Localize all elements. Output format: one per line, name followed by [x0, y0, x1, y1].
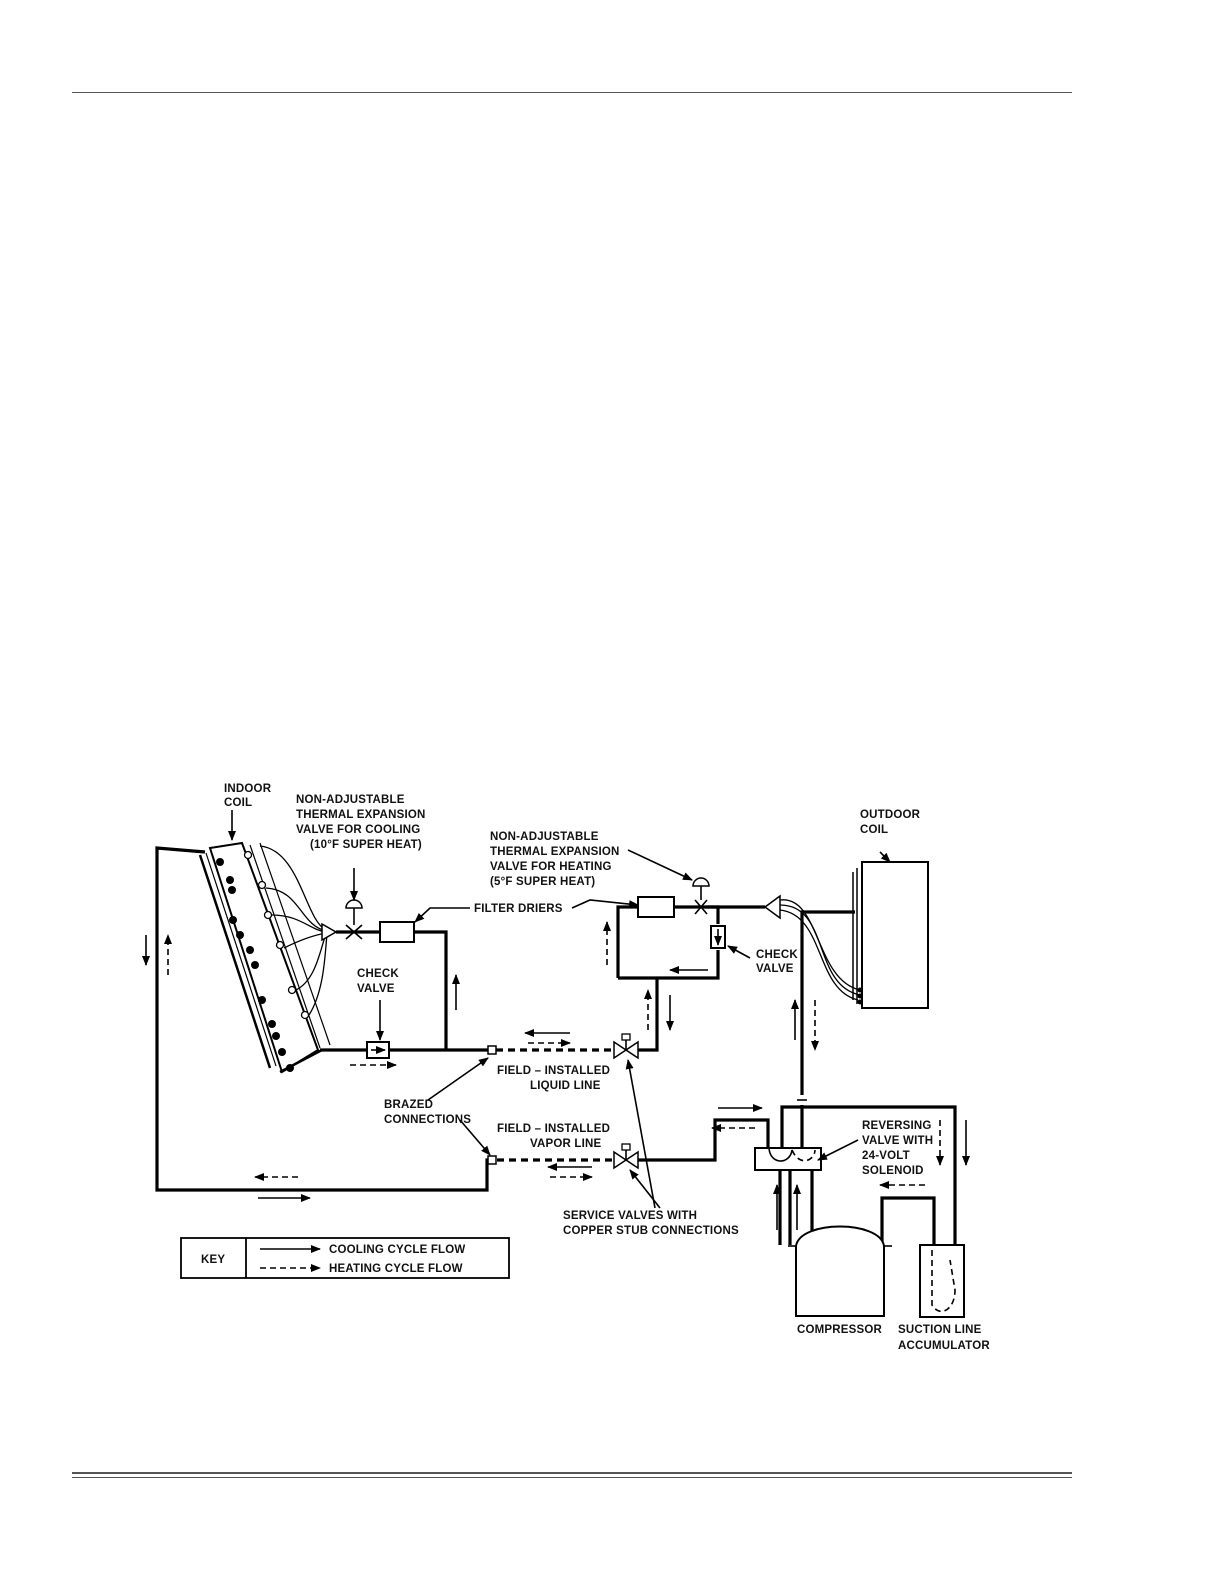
txv-heating-label: NON-ADJUSTABLE THERMAL EXPANSION VALVE F… — [490, 831, 620, 888]
svg-text:COIL: COIL — [224, 797, 252, 809]
filter-drier-left — [379, 921, 415, 943]
filter-drier-loop-pipe — [336, 930, 448, 1050]
compressor-label: COMPRESSOR — [797, 1324, 883, 1336]
indoor-coil — [198, 841, 338, 1074]
svg-text:CHECK: CHECK — [357, 968, 399, 980]
txv-cooling-label: NON-ADJUSTABLE THERMAL EXPANSION VALVE F… — [296, 794, 426, 851]
svg-text:CHECK: CHECK — [756, 949, 798, 961]
key-heating-label: HEATING CYCLE FLOW — [329, 1263, 463, 1275]
service-valve-vapor — [613, 1143, 639, 1170]
svg-text:SUCTION LINE: SUCTION LINE — [898, 1324, 982, 1336]
svg-text:OUTDOOR: OUTDOOR — [860, 809, 921, 821]
svg-text:REVERSING: REVERSING — [862, 1120, 932, 1132]
svg-text:SOLENOID: SOLENOID — [862, 1165, 924, 1177]
check-valve-right-label: CHECK VALVE — [756, 949, 798, 975]
check-valve-right — [710, 925, 726, 949]
svg-text:(10°F SUPER HEAT): (10°F SUPER HEAT) — [310, 839, 422, 851]
svg-text:VALVE WITH: VALVE WITH — [862, 1135, 933, 1147]
reversing-valve — [754, 1099, 822, 1171]
vapor-return-pipe — [155, 846, 495, 1192]
svg-text:LIQUID LINE: LIQUID LINE — [530, 1080, 601, 1092]
legend-key — [180, 1237, 510, 1279]
check-valve-left — [366, 1041, 390, 1059]
txv-heating — [692, 877, 710, 915]
accumulator-label: SUCTION LINE ACCUMULATOR — [898, 1324, 990, 1352]
svg-text:VALVE FOR COOLING: VALVE FOR COOLING — [296, 824, 420, 836]
svg-text:CONNECTIONS: CONNECTIONS — [384, 1114, 471, 1126]
svg-text:(5°F SUPER HEAT): (5°F SUPER HEAT) — [490, 876, 595, 888]
brazed-connection-vapor — [487, 1155, 497, 1165]
outdoor-vapor-pipe — [800, 910, 855, 1150]
flow-arrows — [142, 921, 970, 1230]
liquid-line-label: FIELD – INSTALLED LIQUID LINE — [497, 1065, 610, 1092]
svg-text:COPPER STUB CONNECTIONS: COPPER STUB CONNECTIONS — [563, 1225, 739, 1237]
reversing-valve-label: REVERSING VALVE WITH 24-VOLT SOLENOID — [862, 1120, 933, 1177]
bottom-rule-2 — [72, 1477, 1072, 1478]
outdoor-coil — [852, 861, 929, 1009]
svg-text:BRAZED: BRAZED — [384, 1099, 433, 1111]
reversing-to-accumulator-pipe — [780, 1105, 957, 1245]
svg-text:VAPOR LINE: VAPOR LINE — [530, 1138, 602, 1150]
vapor-line-label: FIELD – INSTALLED VAPOR LINE — [497, 1123, 610, 1150]
key-title: KEY — [201, 1254, 225, 1266]
compressor — [788, 1225, 892, 1317]
indoor-coil-label: INDOOR COIL — [224, 783, 272, 809]
svg-text:THERMAL EXPANSION: THERMAL EXPANSION — [490, 846, 620, 858]
suction-pipe — [880, 1196, 936, 1245]
svg-text:ACCUMULATOR: ACCUMULATOR — [898, 1340, 990, 1352]
svg-text:SERVICE VALVES WITH: SERVICE VALVES WITH — [563, 1210, 697, 1222]
bottom-rule-1 — [72, 1472, 1072, 1474]
liquid-to-outdoor-pipe — [618, 905, 720, 1052]
svg-text:THERMAL EXPANSION: THERMAL EXPANSION — [296, 809, 426, 821]
outdoor-coil-label: OUTDOOR COIL — [860, 809, 921, 836]
brazed-connection-liquid — [487, 1045, 497, 1055]
svg-text:COIL: COIL — [860, 824, 888, 836]
leader-lines — [228, 810, 891, 1209]
compressor-discharge-pipe — [778, 1168, 792, 1245]
service-valve-liquid — [613, 1033, 639, 1060]
suction-line-accumulator — [919, 1244, 965, 1318]
filter-drier-right — [637, 896, 675, 918]
key-cooling-label: COOLING CYCLE FLOW — [329, 1244, 465, 1256]
svg-text:NON-ADJUSTABLE: NON-ADJUSTABLE — [296, 794, 405, 806]
svg-text:24-VOLT: 24-VOLT — [862, 1150, 910, 1162]
outdoor-distributor — [763, 894, 781, 920]
filter-driers-label: FILTER DRIERS — [474, 903, 563, 915]
brazed-connections-label: BRAZED CONNECTIONS — [384, 1099, 471, 1126]
svg-text:FIELD – INSTALLED: FIELD – INSTALLED — [497, 1065, 610, 1077]
svg-text:VALVE: VALVE — [756, 963, 794, 975]
check-valve-left-label: CHECK VALVE — [357, 968, 399, 995]
svg-text:VALVE: VALVE — [357, 983, 395, 995]
svg-text:VALVE FOR HEATING: VALVE FOR HEATING — [490, 861, 612, 873]
vapor-to-reversing-pipe — [634, 1118, 770, 1162]
top-rule — [72, 92, 1072, 93]
service-valves-label: SERVICE VALVES WITH COPPER STUB CONNECTI… — [563, 1210, 739, 1237]
svg-text:NON-ADJUSTABLE: NON-ADJUSTABLE — [490, 831, 599, 843]
svg-text:FIELD – INSTALLED: FIELD – INSTALLED — [497, 1123, 610, 1135]
svg-text:INDOOR: INDOOR — [224, 783, 272, 795]
